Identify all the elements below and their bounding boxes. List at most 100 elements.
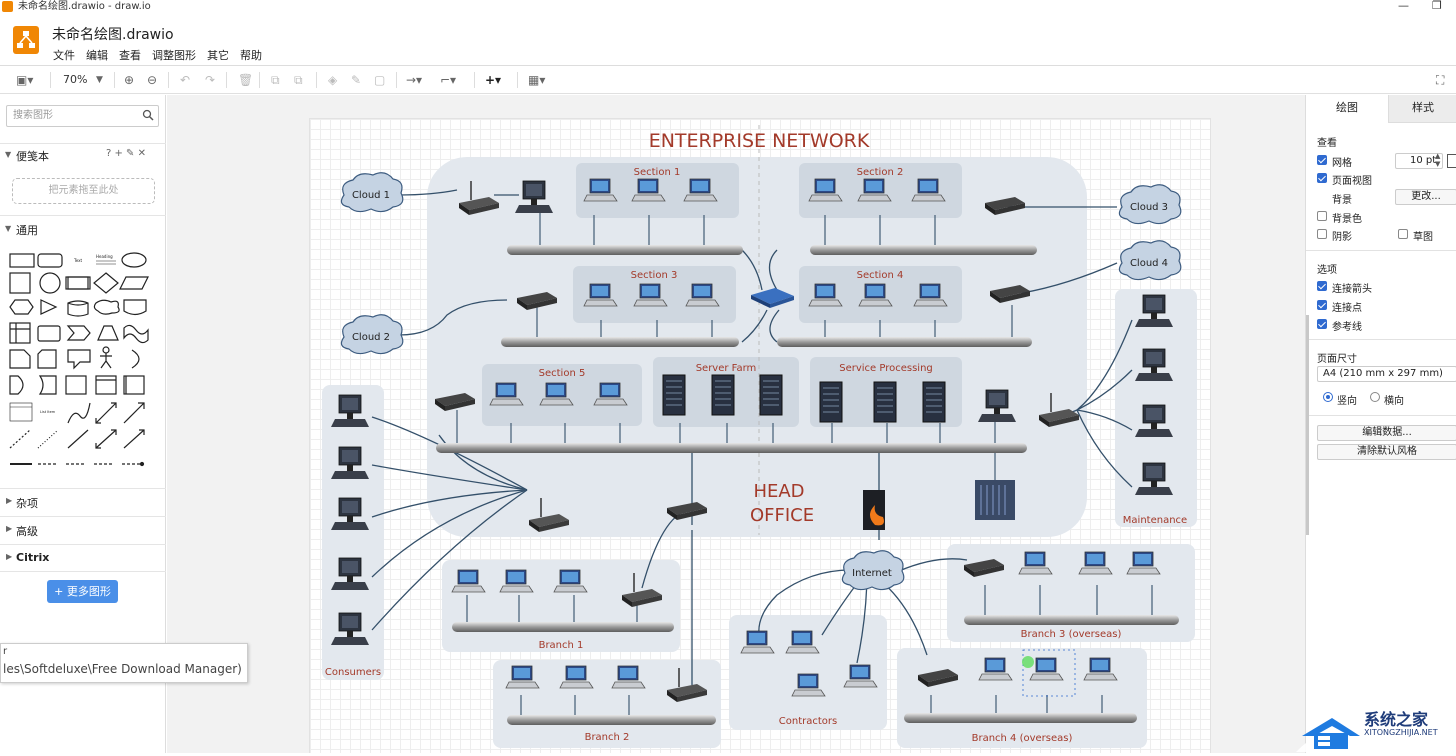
zoom-out-icon[interactable]: ⊖ (147, 73, 158, 87)
sketch-checkbox[interactable] (1398, 229, 1408, 239)
change-background-button[interactable]: 更改... (1395, 189, 1456, 205)
chevron-down-icon[interactable]: ▼ (5, 150, 12, 159)
guides-label: 参考线 (1332, 322, 1362, 333)
scratchpad-title[interactable]: 便笺本 (16, 150, 49, 163)
scratchpad-dropzone[interactable]: 把元素拖至此处 (12, 178, 155, 204)
watermark-logo-icon (1296, 718, 1456, 753)
connection-arrows-label: 连接箭头 (1332, 284, 1372, 295)
search-input[interactable]: 搜索图形 (6, 105, 159, 127)
service-processing-label: Service Processing (839, 363, 933, 374)
page-size-select[interactable]: A4 (210 mm x 297 mm) (1317, 366, 1456, 382)
tab-style[interactable]: 样式 (1388, 95, 1456, 123)
to-back-icon[interactable]: ⧉ (294, 73, 303, 87)
portrait-label: 竖向 (1337, 396, 1357, 407)
page-view-label: 页面视图 (1332, 176, 1372, 187)
advanced-label: 高级 (16, 525, 38, 538)
section-4-label: Section 4 (857, 270, 904, 281)
search-placeholder: 搜索图形 (13, 110, 53, 121)
advanced-section-header[interactable]: ▶ 高级 (0, 516, 166, 544)
options-section-title: 选项 (1317, 265, 1337, 276)
view-section-title: 查看 (1317, 138, 1337, 149)
panel-scrollbar[interactable] (1306, 315, 1309, 535)
network-diagram[interactable]: ENTERPRISE NETWORK HEAD OFFICE Cloud 1 C… (167, 95, 1305, 753)
scratchpad-section: ▼ 便笺本 ? + ✎ ✕ (0, 143, 166, 223)
more-shapes-button[interactable]: + 更多图形 (47, 580, 118, 603)
consumers-label: Consumers (325, 667, 381, 678)
guides-checkbox[interactable] (1317, 319, 1327, 329)
waypoints-icon[interactable]: ⌐▾ (440, 73, 457, 87)
cloud-3-label: Cloud 3 (1130, 202, 1168, 213)
grid-label: 网格 (1332, 158, 1352, 169)
clear-default-style-button[interactable]: 清除默认风格 (1317, 444, 1456, 460)
minimize-icon[interactable]: — (1398, 0, 1409, 12)
landscape-radio[interactable] (1370, 392, 1380, 402)
menu-arrange[interactable]: 调整图形 (152, 49, 196, 62)
menu-bar: 文件 编辑 查看 调整图形 其它 帮助 (53, 47, 262, 63)
background-color-checkbox[interactable] (1317, 211, 1327, 221)
citrix-section-header[interactable]: ▶ Citrix (0, 544, 166, 572)
cloud-4-label: Cloud 4 (1130, 258, 1168, 269)
head-office-label-1: HEAD (753, 481, 804, 502)
zoom-level[interactable]: 70% (63, 73, 88, 86)
diagram-canvas[interactable]: ENTERPRISE NETWORK HEAD OFFICE Cloud 1 C… (167, 95, 1305, 753)
chevron-right-icon: ▶ (6, 552, 13, 561)
contractors-label: Contractors (779, 716, 837, 727)
to-front-icon[interactable]: ⧉ (271, 73, 280, 87)
redo-icon[interactable]: ↷ (205, 73, 216, 87)
watermark-brand: 系统之家 (1364, 710, 1429, 729)
menu-help[interactable]: 帮助 (240, 49, 262, 62)
path-tooltip: r les\Softdeluxe\Free Download Manager) (0, 643, 248, 683)
shadow-icon[interactable]: ▢ (374, 73, 386, 87)
app-icon (2, 1, 13, 12)
grid-size-stepper-icon[interactable]: ▲▼ (1435, 152, 1441, 168)
page-view-checkbox[interactable] (1317, 173, 1327, 183)
menu-edit[interactable]: 编辑 (86, 49, 108, 62)
connection-points-label: 连接点 (1332, 303, 1362, 314)
connection-points-checkbox[interactable] (1317, 300, 1327, 310)
fill-color-icon[interactable]: ◈ (328, 73, 338, 87)
zoom-in-icon[interactable]: ⊕ (124, 73, 135, 87)
shadow-checkbox[interactable] (1317, 229, 1327, 239)
search-icon[interactable] (142, 109, 154, 121)
undo-icon[interactable]: ↶ (180, 73, 191, 87)
section-2-label: Section 2 (857, 167, 904, 178)
connection-style-icon[interactable]: →▾ (406, 73, 423, 87)
branch-4-label: Branch 4 (overseas) (972, 733, 1073, 744)
citrix-label: Citrix (16, 551, 50, 564)
portrait-radio[interactable] (1323, 392, 1333, 402)
edit-data-button[interactable]: 编辑数据... (1317, 425, 1456, 441)
insert-icon[interactable]: +▾ (485, 73, 502, 87)
svg-text:Heading: Heading (96, 254, 113, 259)
general-section-header[interactable]: ▼ 通用 (0, 215, 166, 245)
server-farm-label: Server Farm (696, 363, 757, 374)
menu-file[interactable]: 文件 (53, 49, 75, 62)
maintenance-label: Maintenance (1123, 515, 1187, 526)
connection-arrows-checkbox[interactable] (1317, 281, 1327, 291)
delete-icon[interactable]: 🗑 (238, 73, 254, 87)
grid-color-swatch[interactable] (1447, 154, 1456, 168)
head-office-label-2: OFFICE (750, 505, 814, 526)
tab-diagram[interactable]: 绘图 (1306, 95, 1388, 123)
diagram-title: ENTERPRISE NETWORK (649, 130, 870, 152)
scratchpad-actions[interactable]: ? + ✎ ✕ (106, 148, 146, 159)
document-title[interactable]: 未命名绘图.drawio (52, 27, 174, 43)
table-icon[interactable]: ▦▾ (528, 73, 546, 87)
cloud-1-label: Cloud 1 (352, 190, 390, 201)
line-color-icon[interactable]: ✎ (351, 73, 362, 87)
general-shapes-palette[interactable]: Text Heading List Item (8, 248, 158, 478)
section-5-label: Section 5 (539, 368, 586, 379)
window-titlebar: 未命名绘图.drawio - draw.io — ❐ (0, 0, 1456, 14)
grid-checkbox[interactable] (1317, 155, 1327, 165)
misc-section-header[interactable]: ▶ 杂项 (0, 488, 166, 516)
grid-size-input[interactable]: 10 pt (1395, 153, 1443, 169)
background-color-label: 背景色 (1332, 214, 1362, 225)
format-panel-toggle-icon[interactable]: ▣▾ (16, 73, 34, 87)
fullscreen-icon[interactable]: ⛶ (1436, 73, 1445, 87)
section-3-label: Section 3 (631, 270, 678, 281)
restore-icon[interactable]: ❐ (1432, 0, 1442, 12)
zoom-dropdown-icon[interactable]: ▼ (96, 75, 103, 85)
section-1-label: Section 1 (634, 167, 681, 178)
menu-extras[interactable]: 其它 (207, 49, 229, 62)
svg-text:Text: Text (73, 258, 83, 263)
menu-view[interactable]: 查看 (119, 49, 141, 62)
